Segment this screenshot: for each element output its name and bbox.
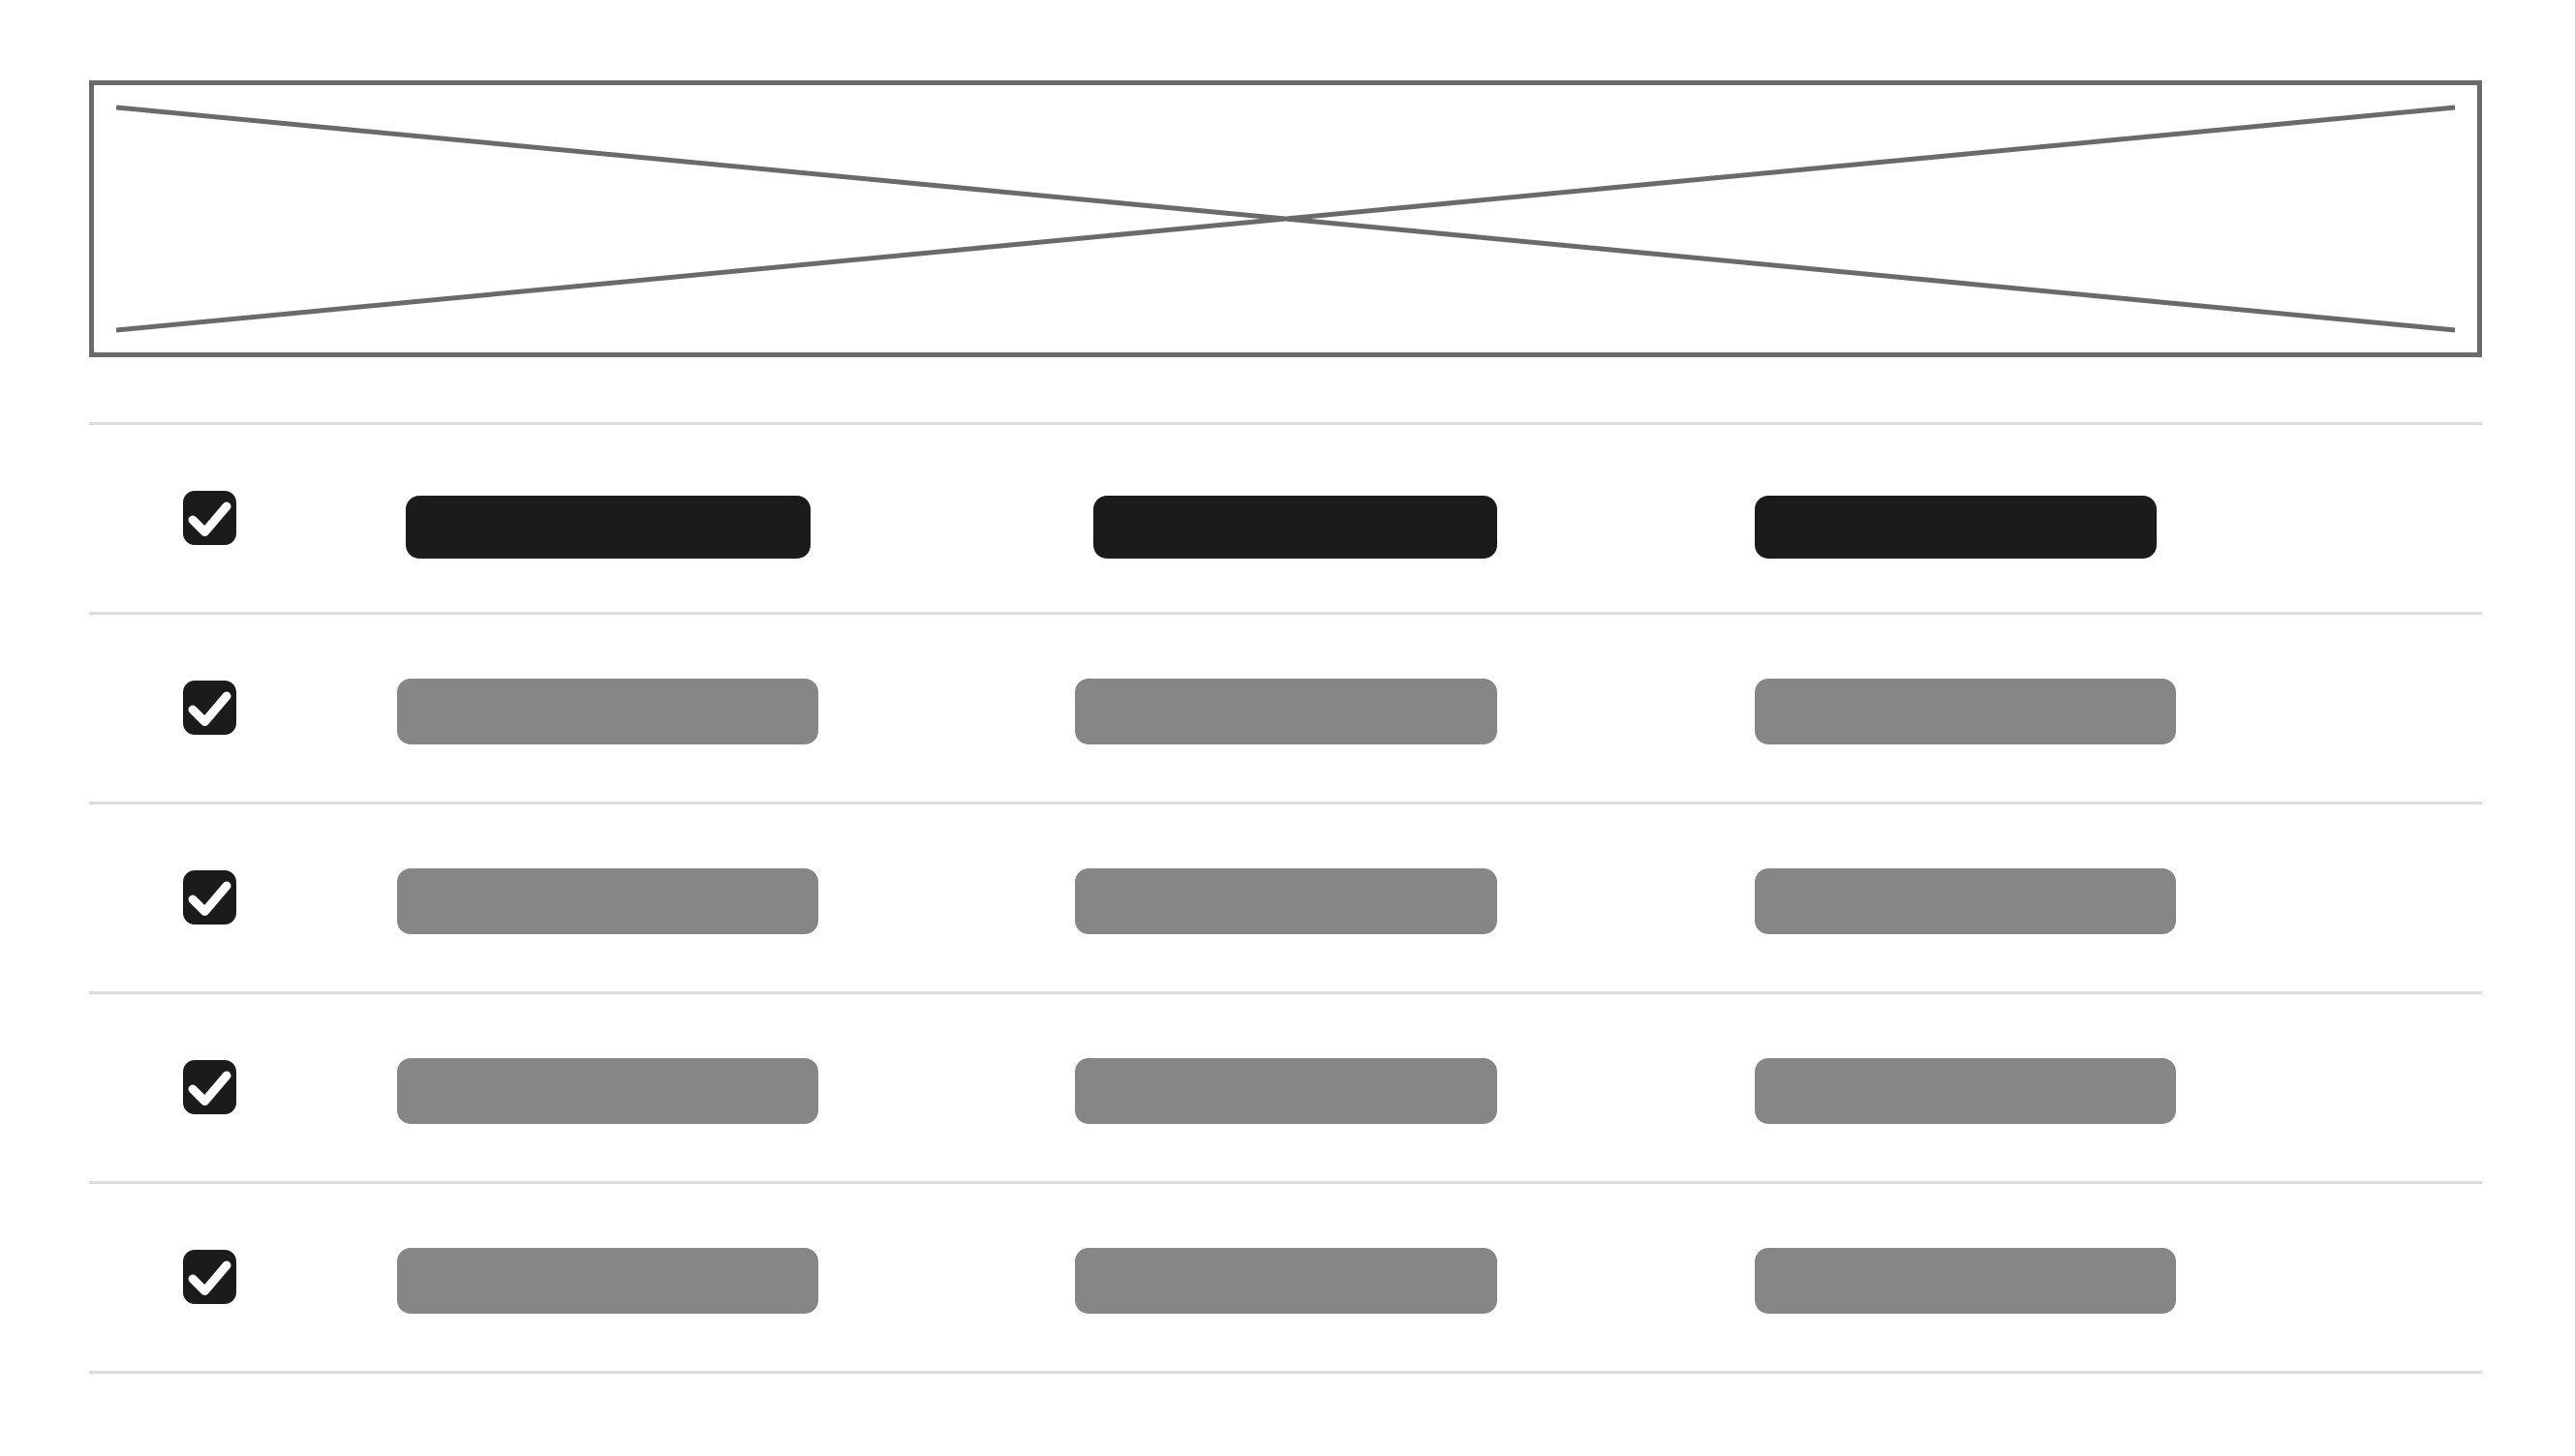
image-placeholder: [89, 80, 2482, 357]
table-row: [89, 1181, 2482, 1371]
row-checkbox[interactable]: [183, 491, 236, 545]
text-placeholder-bar: [1075, 679, 1497, 744]
text-placeholder-bar: [1075, 1248, 1497, 1314]
check-icon: [188, 1260, 231, 1295]
text-placeholder-bar: [397, 868, 818, 934]
table-header-row: [89, 422, 2482, 612]
text-placeholder-bar: [1755, 679, 2176, 744]
text-placeholder-bar: [406, 496, 811, 559]
text-placeholder-bar: [1755, 868, 2176, 934]
check-icon: [188, 1071, 231, 1106]
row-checkbox[interactable]: [183, 1060, 236, 1114]
text-placeholder-bar: [1093, 496, 1497, 559]
table-row: [89, 802, 2482, 991]
check-icon: [188, 501, 231, 536]
text-placeholder-bar: [397, 1248, 818, 1314]
row-checkbox[interactable]: [183, 870, 236, 925]
check-icon: [188, 881, 231, 916]
check-icon: [188, 691, 231, 726]
table-row: [89, 612, 2482, 802]
text-placeholder-bar: [397, 679, 818, 744]
text-placeholder-bar: [1075, 868, 1497, 934]
text-placeholder-bar: [1755, 1058, 2176, 1124]
table: [89, 422, 2482, 1374]
text-placeholder-bar: [1755, 1248, 2176, 1314]
placeholder-x-icon: [115, 105, 2456, 333]
text-placeholder-bar: [397, 1058, 818, 1124]
table-row: [89, 991, 2482, 1181]
row-checkbox[interactable]: [183, 681, 236, 735]
row-checkbox[interactable]: [183, 1250, 236, 1304]
text-placeholder-bar: [1755, 496, 2157, 559]
text-placeholder-bar: [1075, 1058, 1497, 1124]
